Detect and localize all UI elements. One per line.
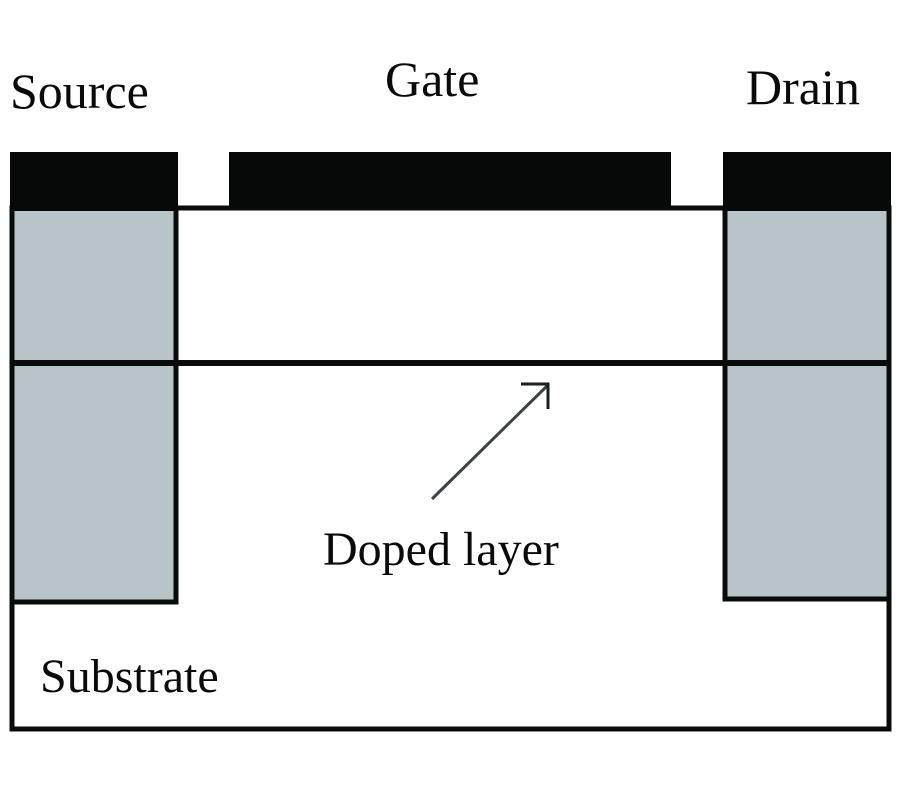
- drain-contact: [723, 152, 891, 211]
- source-contact: [10, 152, 178, 211]
- arrow-icon: [430, 382, 550, 501]
- gate-contact: [229, 152, 671, 208]
- drain-label: Drain: [746, 59, 860, 115]
- gate-label: Gate: [385, 51, 479, 107]
- drain-region: [722, 205, 892, 602]
- doped-layer-label: Doped layer: [323, 523, 559, 576]
- source-label: Source: [10, 63, 149, 119]
- source-region: [9, 205, 179, 605]
- substrate-label: Substrate: [40, 650, 219, 703]
